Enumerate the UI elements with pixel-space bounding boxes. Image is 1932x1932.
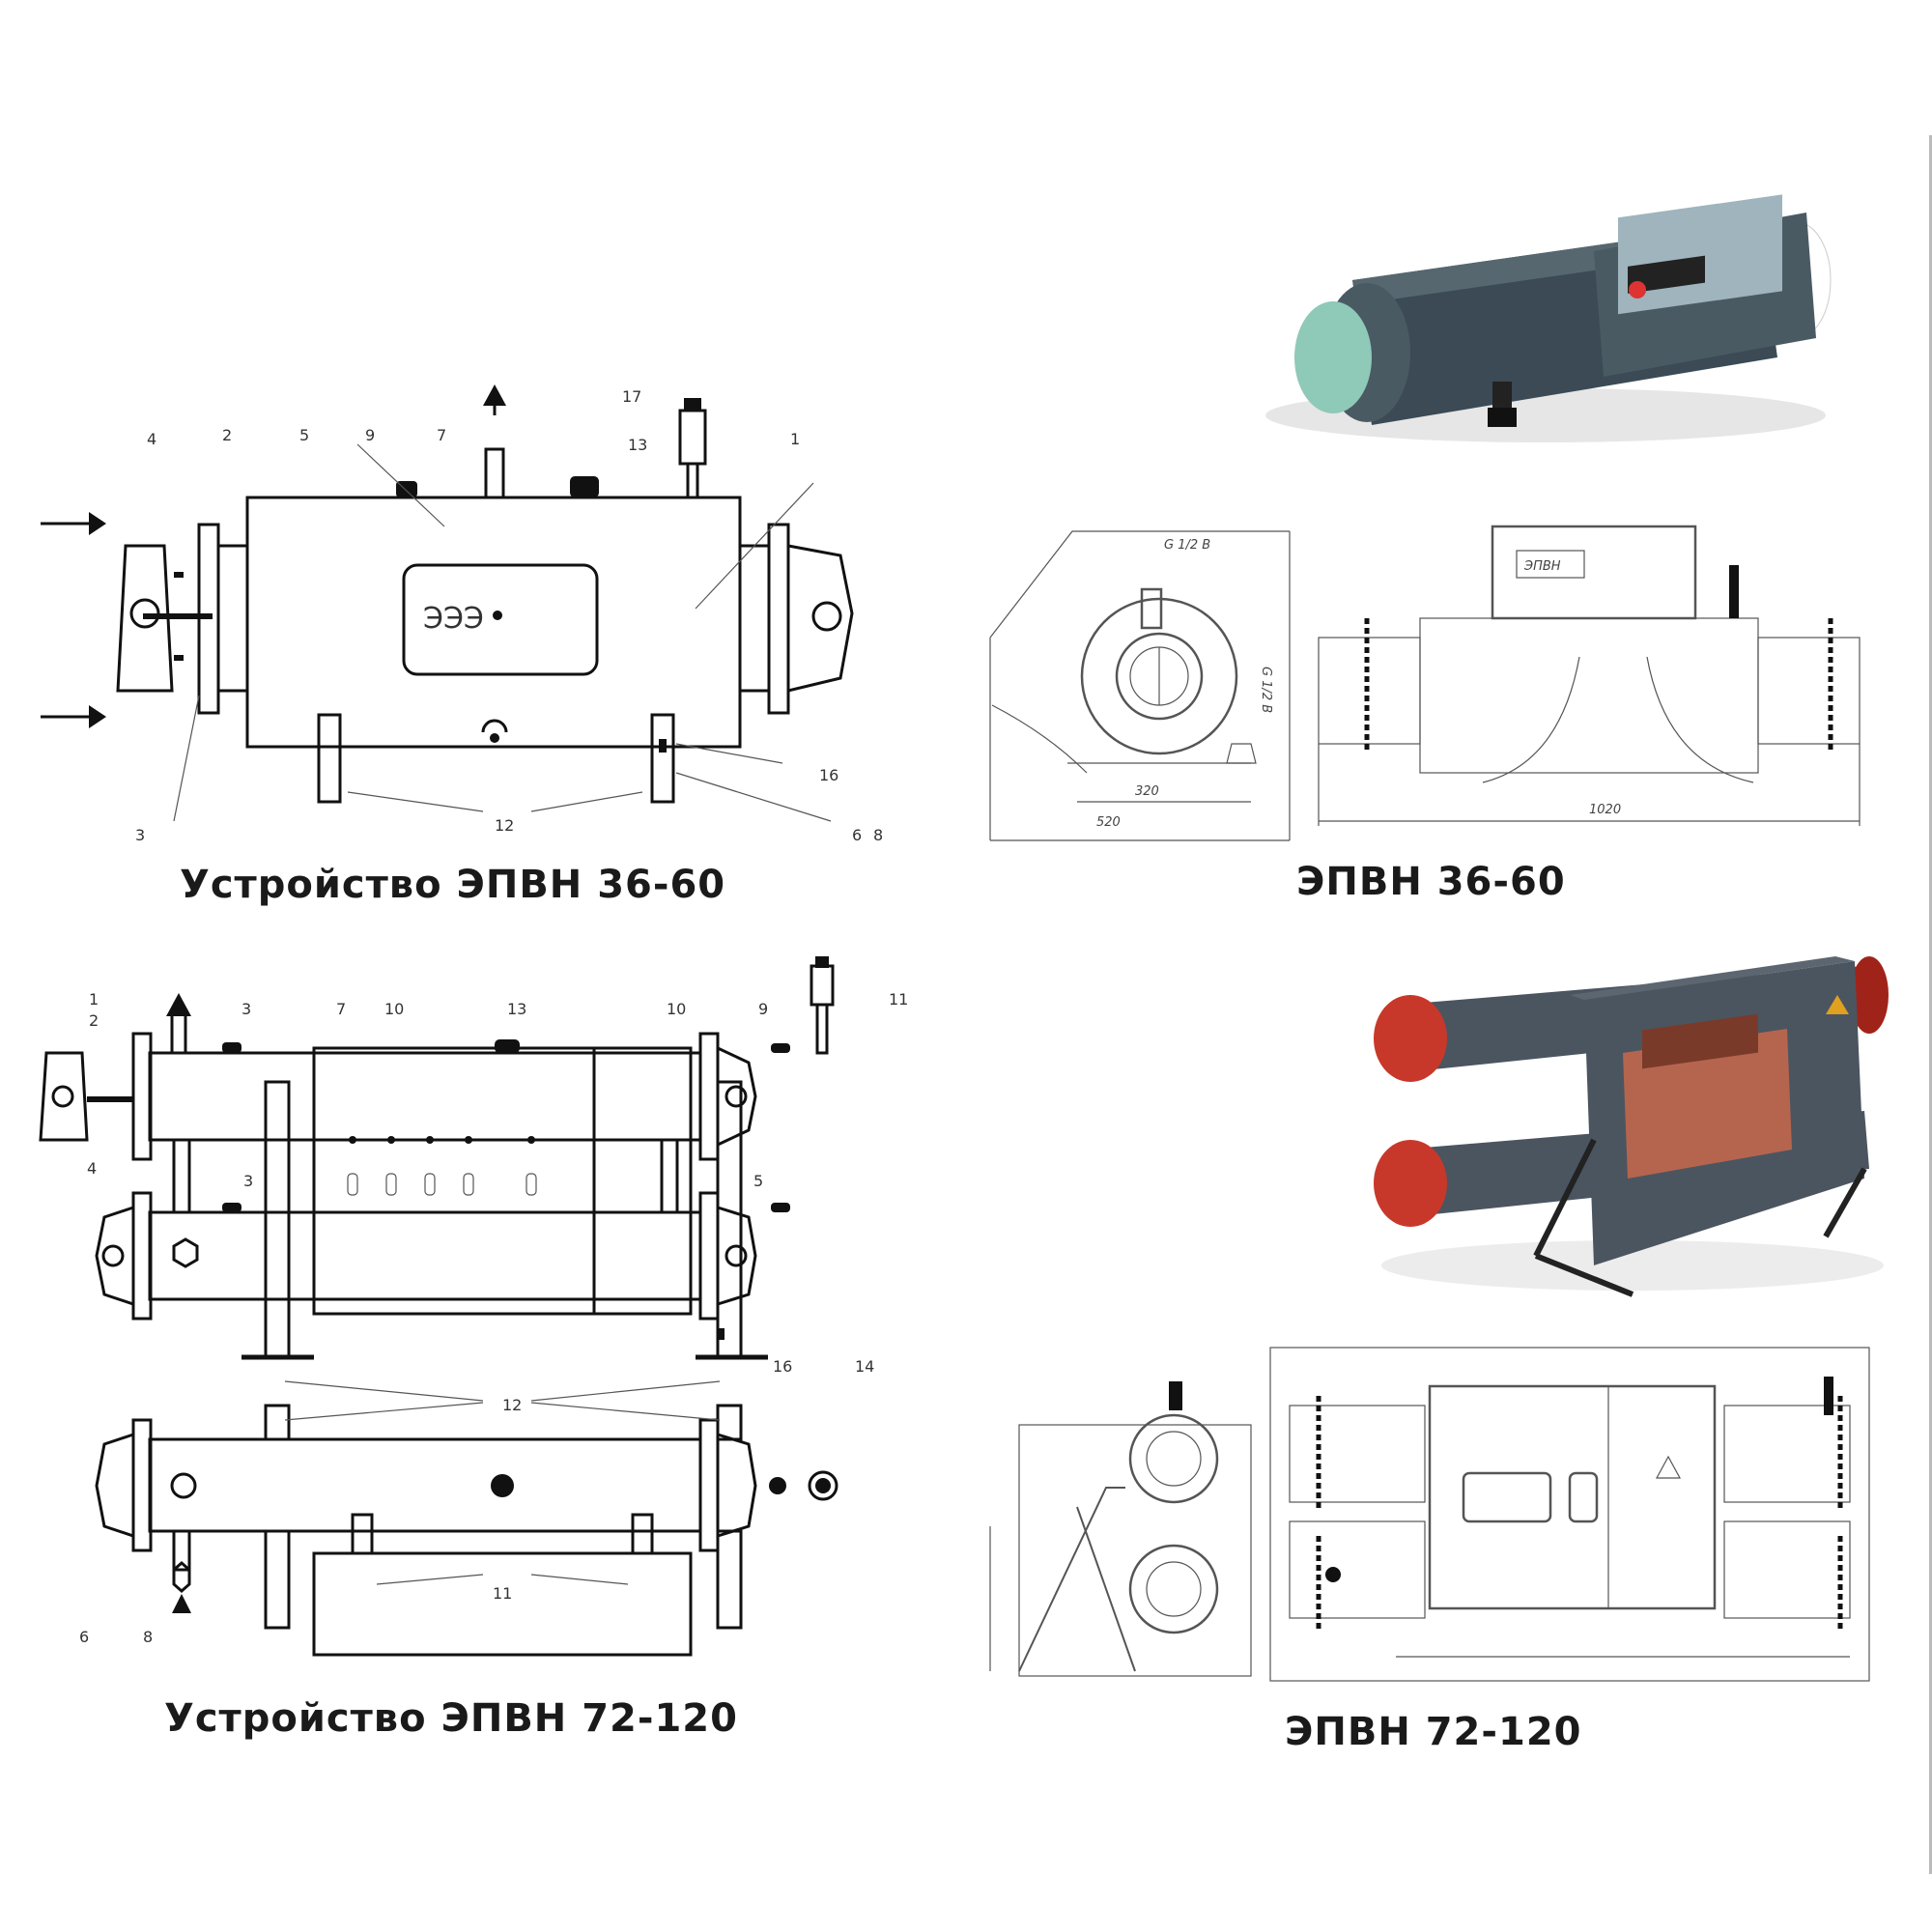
dimension-label: 320 (1135, 784, 1159, 799)
heater-36-60-render (1265, 194, 1832, 442)
callout: 8 (143, 1628, 153, 1646)
callout: 12 (495, 816, 514, 835)
callout: 4 (147, 430, 156, 448)
callout: 8 (873, 826, 883, 844)
front-view-72-120 (1269, 1347, 1870, 1682)
inlet-arrow-top (41, 512, 106, 535)
callout: 10 (667, 1000, 686, 1018)
heater-72-120-photo (1343, 947, 1889, 1314)
callout: 13 (507, 1000, 526, 1018)
end-cap-right (786, 544, 854, 693)
dimension-label: G 1/2 B (1164, 538, 1210, 553)
page-edge-line (1929, 135, 1932, 1874)
heater-36-60-photo (1256, 184, 1874, 473)
dimension-label: 520 (1096, 815, 1121, 830)
callout: 14 (855, 1357, 874, 1376)
main-body (245, 496, 742, 749)
callout: 2 (222, 426, 232, 444)
device-72-120-drawing: 1 2 3 7 10 13 10 9 11 3 5 4 12 16 14 11 … (39, 956, 908, 1657)
dimensional-drawing-72-120-svg (989, 1347, 1870, 1682)
svg-text:ЭЭЭ: ЭЭЭ (423, 602, 484, 636)
device-36-60-drawing: ЭЭЭ 4 2 (41, 384, 883, 844)
device-72-120-diagram: 1 2 3 7 10 13 10 9 11 3 5 4 12 16 14 11 … (29, 956, 918, 1662)
callout: 6 (852, 826, 862, 844)
side-view-72-120 (989, 1381, 1252, 1677)
inlet-arrow-bottom (41, 705, 106, 728)
device-36-60-diagram: ЭЭЭ 4 2 (29, 367, 898, 889)
callout: 12 (502, 1396, 522, 1414)
callout: 2 (89, 1011, 99, 1030)
callout: 16 (819, 766, 838, 784)
side-view-36-60: G 1/2 B G 1/2 B 320 520 (989, 530, 1291, 841)
callout: 7 (336, 1000, 346, 1018)
callout: 5 (299, 426, 309, 444)
callout: 17 (622, 387, 641, 406)
caption-device-36-60: Устройство ЭПВН 36-60 (180, 863, 726, 907)
support-leg-left (317, 713, 342, 804)
caption-model-72-120: ЭПВН 72-120 (1285, 1710, 1582, 1754)
upper-tube (148, 1051, 702, 1142)
dimensional-drawing-36-60-svg: G 1/2 B G 1/2 B 320 520 ЭПВН 1020 (989, 525, 1861, 841)
caption-model-36-60: ЭПВН 36-60 (1296, 860, 1566, 904)
dimension-label: 1020 (1589, 803, 1621, 817)
outlet-arrow (483, 384, 506, 415)
lower-tube (148, 1210, 702, 1301)
callout: 16 (773, 1357, 792, 1376)
callout: 5 (753, 1172, 763, 1190)
bottom-view-tube (148, 1437, 702, 1533)
display-window (402, 563, 599, 676)
callout: 4 (87, 1159, 97, 1178)
callout: 11 (493, 1584, 512, 1603)
control-box-72-120 (312, 1046, 693, 1316)
callout: 1 (790, 430, 800, 448)
flange-right (767, 523, 790, 715)
dimension-label: G 1/2 B (1259, 667, 1273, 713)
heater-72-120-render (1374, 956, 1889, 1297)
svg-text:ЭПВН: ЭПВН (1523, 559, 1561, 574)
callout: 1 (89, 990, 99, 1009)
callout: 10 (384, 1000, 404, 1018)
callout: 9 (365, 426, 375, 444)
callout: 9 (758, 1000, 768, 1018)
outlet-pipe (484, 447, 505, 499)
dimensional-drawing-72-120 (980, 1343, 1889, 1690)
support-leg-right (650, 713, 675, 804)
callout: 7 (437, 426, 446, 444)
callout: 13 (628, 436, 647, 454)
front-view-36-60: ЭПВН 1020 (1318, 525, 1861, 826)
dimensional-drawing-36-60: G 1/2 B G 1/2 B 320 520 ЭПВН 1020 (980, 522, 1889, 850)
callout: 11 (889, 990, 908, 1009)
temperature-sensor (678, 398, 707, 499)
callout: 3 (242, 1000, 251, 1018)
callout: 6 (79, 1628, 89, 1646)
indicator-lamps (347, 1136, 537, 1196)
caption-device-72-120: Устройство ЭПВН 72-120 (164, 1696, 738, 1741)
callout: 3 (243, 1172, 253, 1190)
end-cap-left (116, 544, 174, 693)
callout: 3 (135, 826, 145, 844)
bottom-control-box (312, 1551, 693, 1657)
